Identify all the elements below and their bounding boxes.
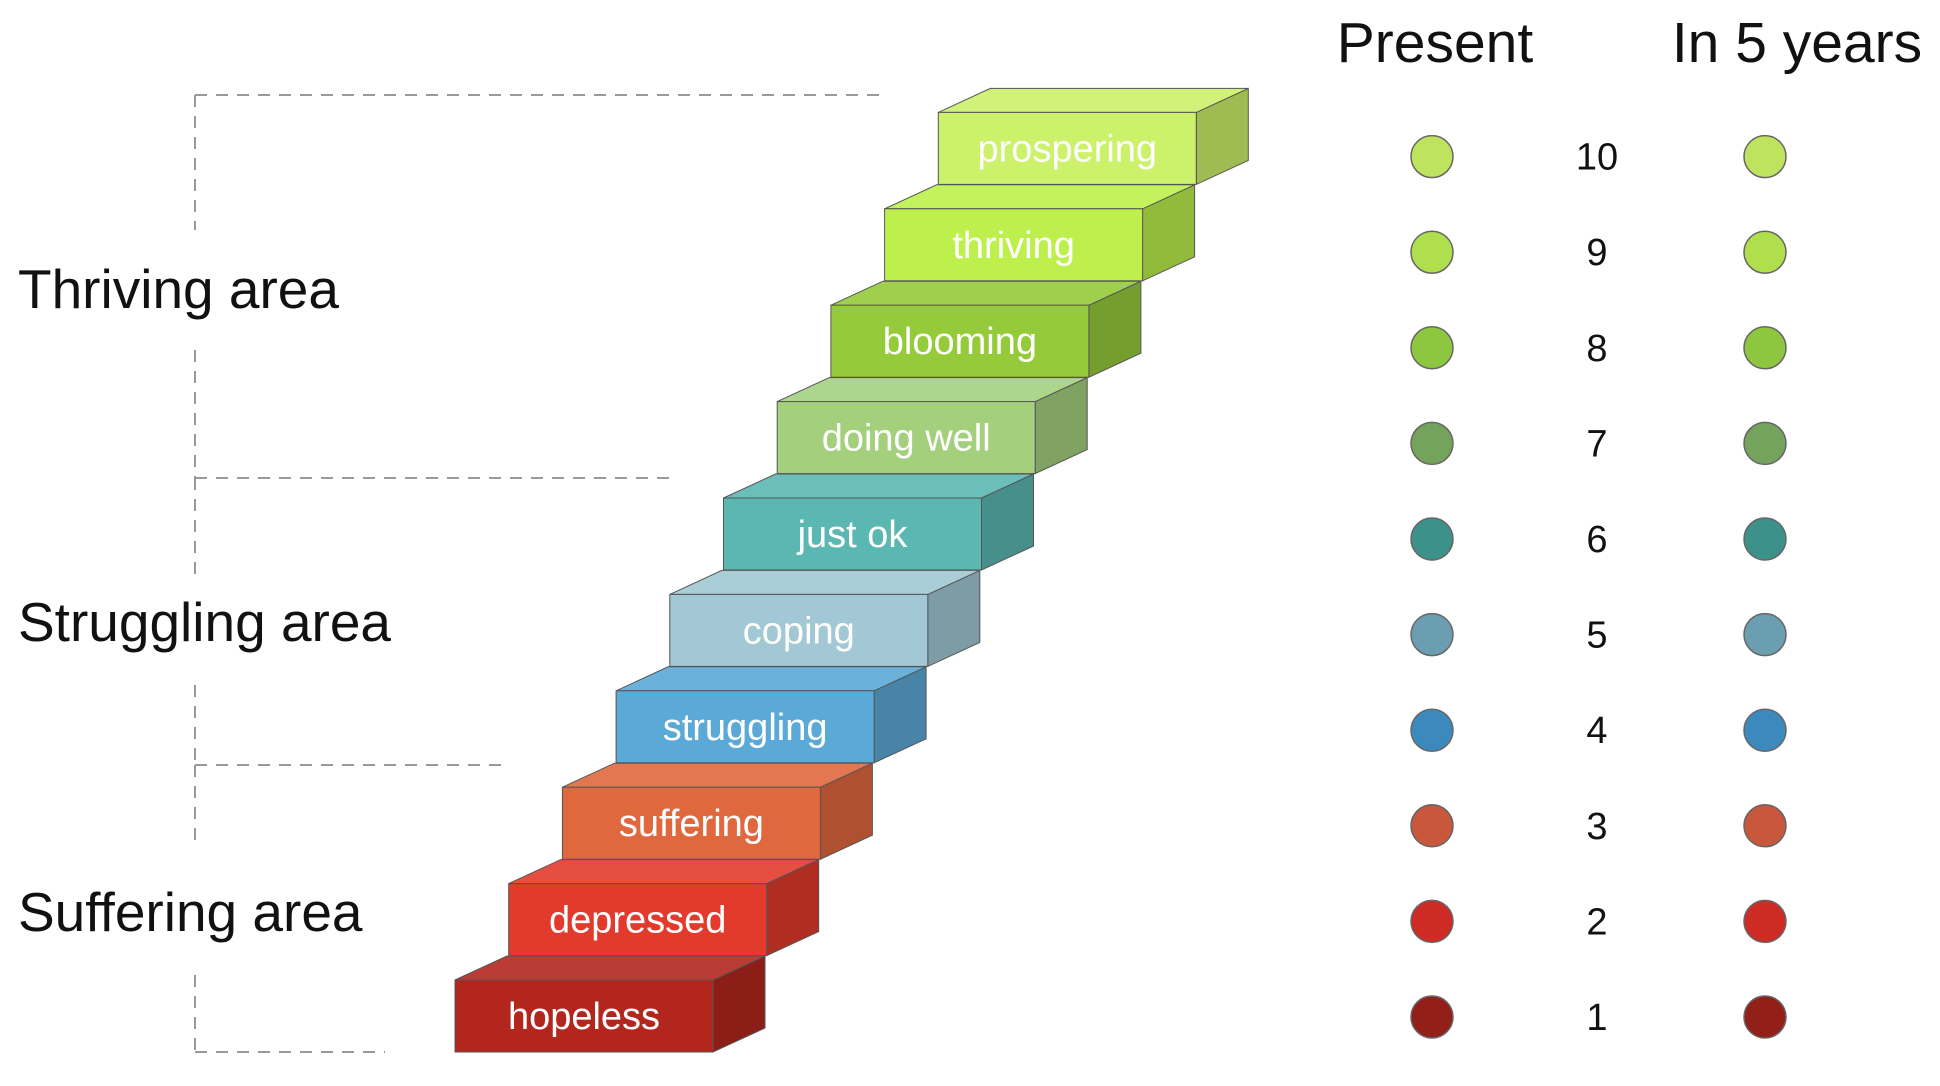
step-label: doing well: [822, 418, 991, 460]
step-label: depressed: [549, 900, 726, 942]
step-2: depressed: [508, 858, 820, 957]
future-rating-dot[interactable]: [1743, 804, 1787, 848]
step-front-face: [615, 690, 875, 764]
step-top-face: [938, 87, 1249, 113]
step-front-face: [884, 208, 1144, 282]
step-label: prospering: [978, 128, 1158, 170]
rating-row-10: 10: [1410, 134, 1787, 179]
score-number: 5: [1586, 615, 1607, 657]
present-rating-dot[interactable]: [1410, 517, 1454, 561]
future-rating-dot[interactable]: [1743, 995, 1787, 1039]
rating-row-3: 3: [1410, 804, 1787, 848]
score-number: 7: [1586, 423, 1607, 465]
score-number: 4: [1586, 710, 1607, 752]
step-3: suffering: [561, 762, 873, 860]
future-rating-dot[interactable]: [1743, 708, 1787, 752]
step-top-face: [776, 377, 1088, 403]
score-number: 8: [1586, 328, 1607, 370]
step-top-face: [669, 569, 981, 595]
step-front-face: [723, 497, 982, 571]
step-label: suffering: [619, 803, 764, 845]
step-label: just ok: [797, 514, 909, 556]
step-top-face: [454, 955, 766, 981]
step-front-face: [776, 401, 1036, 475]
area-bracket: [194, 94, 880, 1053]
step-front-face: [561, 786, 821, 860]
future-rating-dot[interactable]: [1743, 612, 1787, 657]
future-rating-dot[interactable]: [1743, 230, 1787, 274]
rating-row-4: 4: [1410, 708, 1787, 752]
score-number: 2: [1586, 901, 1607, 943]
score-number: 3: [1586, 806, 1607, 848]
future-rating-dot[interactable]: [1743, 326, 1787, 370]
score-number: 9: [1586, 232, 1607, 274]
step-1: hopeless: [454, 955, 766, 1053]
suffering-area-label: Suffering area: [18, 881, 363, 943]
present-rating-dot[interactable]: [1410, 708, 1454, 752]
present-rating-dot[interactable]: [1410, 134, 1454, 179]
step-front-face: [830, 304, 1090, 378]
rating-row-1: 1: [1410, 995, 1787, 1039]
step-label: thriving: [952, 225, 1075, 267]
step-top-face: [830, 280, 1142, 306]
step-5: coping: [669, 569, 981, 668]
step-top-face: [508, 859, 819, 885]
step-front-face: [669, 593, 929, 667]
future-rating-dot[interactable]: [1743, 134, 1787, 179]
step-top-face: [562, 762, 873, 788]
present-rating-dot[interactable]: [1410, 612, 1454, 657]
step-top-face: [723, 473, 1034, 499]
score-number: 1: [1586, 997, 1607, 1039]
rating-row-2: 2: [1410, 899, 1787, 944]
future-column-header: In 5 years: [1672, 11, 1922, 75]
step-7: doing well: [776, 376, 1088, 475]
present-rating-dot[interactable]: [1410, 230, 1454, 274]
step-label: hopeless: [508, 996, 660, 1038]
step-front-face: [454, 979, 714, 1053]
rating-row-6: 6: [1410, 517, 1787, 561]
thriving-area-label: Thriving area: [18, 258, 339, 320]
step-10: prospering: [937, 87, 1249, 186]
step-label: blooming: [883, 321, 1037, 363]
future-rating-dot[interactable]: [1743, 517, 1787, 561]
step-9: thriving: [884, 184, 1196, 282]
rating-scale: 1 2 3 4 5 6 7 8 9 10: [1410, 134, 1787, 1039]
step-label: struggling: [663, 707, 828, 749]
step-top-face: [884, 184, 1195, 210]
score-number: 6: [1586, 519, 1607, 561]
future-rating-dot[interactable]: [1743, 421, 1787, 466]
step-top-face: [615, 666, 927, 692]
rating-row-5: 5: [1410, 612, 1787, 657]
present-rating-dot[interactable]: [1410, 899, 1454, 944]
step-8: blooming: [830, 280, 1142, 378]
present-rating-dot[interactable]: [1410, 804, 1454, 848]
present-rating-dot[interactable]: [1410, 326, 1454, 370]
present-rating-dot[interactable]: [1410, 421, 1454, 466]
rating-row-7: 7: [1410, 421, 1787, 466]
future-rating-dot[interactable]: [1743, 899, 1787, 944]
step-front-face: [937, 111, 1197, 185]
step-6: just ok: [723, 473, 1034, 571]
rating-row-8: 8: [1410, 326, 1787, 370]
score-number: 10: [1576, 137, 1618, 179]
rating-row-9: 9: [1410, 230, 1787, 274]
present-column-header: Present: [1337, 11, 1534, 75]
struggling-area-label: Struggling area: [18, 591, 391, 653]
step-label: coping: [743, 610, 855, 652]
present-rating-dot[interactable]: [1410, 995, 1454, 1039]
staircase: prospering thriving blooming doing well just…: [454, 87, 1249, 1053]
step-4: struggling: [615, 666, 927, 764]
